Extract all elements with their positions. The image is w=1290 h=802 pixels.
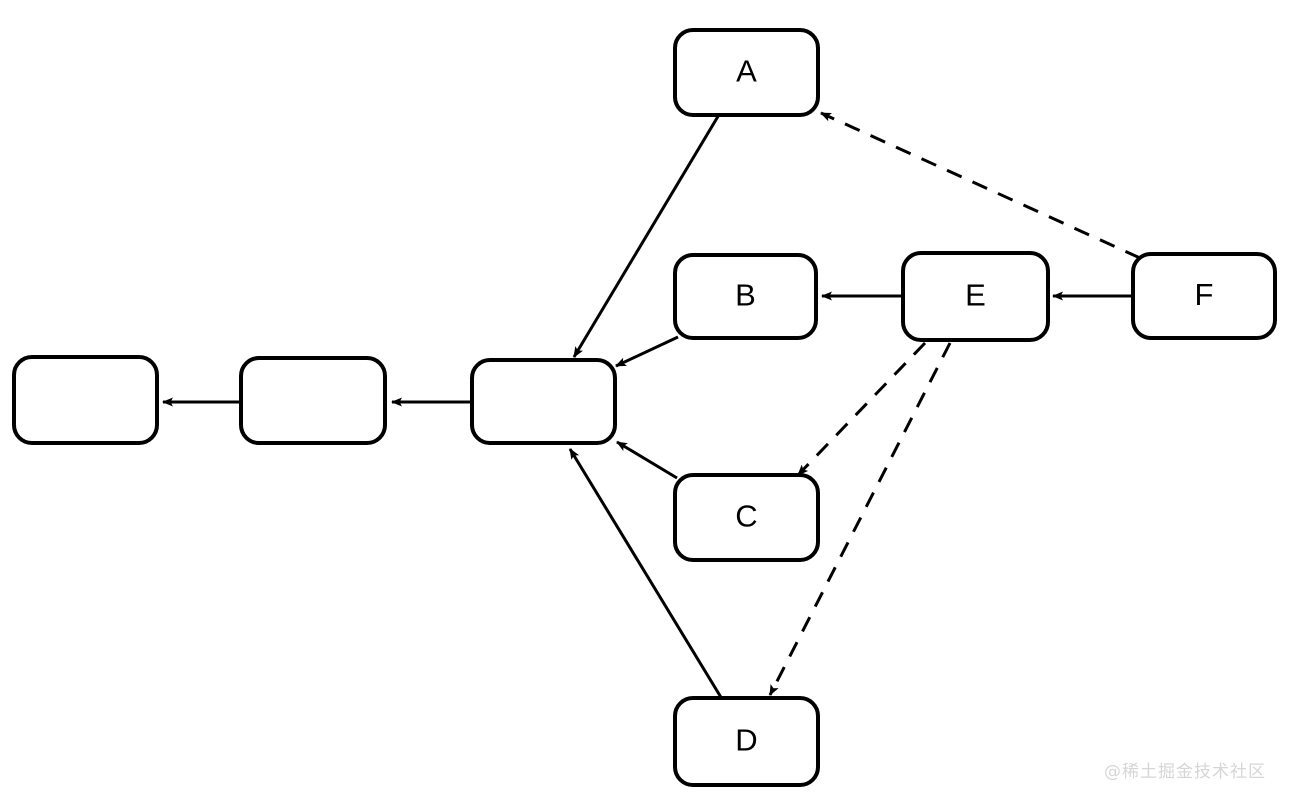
node-A[interactable]: A: [673, 28, 820, 117]
node-box-B[interactable]: [673, 253, 818, 340]
node-label-A: A: [736, 54, 757, 89]
node-label-E: E: [965, 278, 986, 313]
node-hub[interactable]: [470, 358, 617, 445]
node-box-hub[interactable]: [470, 358, 617, 445]
node-n2[interactable]: [239, 356, 387, 445]
edge-B-to-hub: [615, 335, 679, 368]
node-box-E[interactable]: [901, 251, 1050, 342]
node-label-D: D: [735, 723, 757, 758]
node-box-F[interactable]: [1131, 252, 1277, 340]
edge-C-to-hub: [616, 440, 678, 480]
nodes-layer: A B C D E F: [12, 28, 1277, 787]
node-F[interactable]: F: [1131, 252, 1277, 340]
node-box-D[interactable]: [673, 696, 820, 787]
node-n1[interactable]: [12, 355, 159, 445]
node-B[interactable]: B: [673, 253, 818, 340]
edge-A-to-hub: [572, 112, 722, 358]
node-label-B: B: [735, 278, 756, 313]
node-label-C: C: [735, 499, 757, 534]
node-box-n1[interactable]: [12, 355, 159, 445]
node-box-C[interactable]: [673, 473, 820, 562]
edge-F-to-A: [820, 111, 1141, 260]
node-D[interactable]: D: [673, 696, 820, 787]
watermark: @稀土掘金技术社区: [1104, 762, 1266, 782]
node-box-n2[interactable]: [239, 356, 387, 445]
node-E[interactable]: E: [901, 251, 1050, 342]
edges-layer: [162, 111, 1141, 700]
edge-D-to-hub: [568, 448, 724, 700]
node-label-F: F: [1195, 277, 1214, 312]
edge-E-to-D: [768, 342, 952, 696]
edge-E-to-C: [796, 341, 927, 477]
node-box-A[interactable]: [673, 28, 820, 117]
node-C[interactable]: C: [673, 473, 820, 562]
